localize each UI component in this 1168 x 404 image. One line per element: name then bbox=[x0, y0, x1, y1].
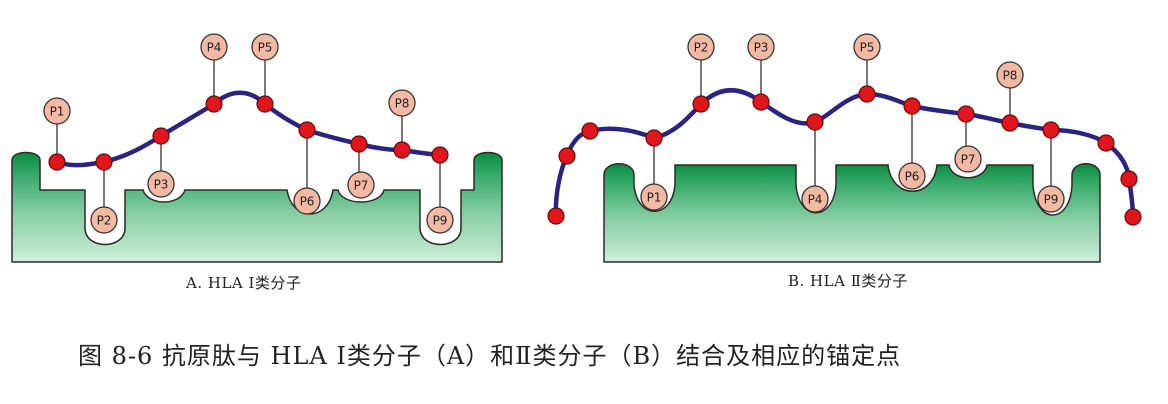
svg-text:P2: P2 bbox=[694, 41, 709, 55]
panel-b-residue bbox=[558, 147, 576, 165]
panel-a-residue bbox=[350, 135, 368, 153]
panel-b-residue bbox=[806, 113, 824, 131]
hla-peptide-binding-diagram: P1 P2 P3 P4 P5 P6 bbox=[11, 33, 1142, 263]
panel-b-residue bbox=[1042, 121, 1060, 139]
svg-text:P1: P1 bbox=[50, 105, 65, 119]
panel-b-pocket-labels: P1 P2 P3 P4 P5 P6 bbox=[640, 33, 1065, 213]
panel-b-residue bbox=[1097, 134, 1115, 152]
panel-b-residue bbox=[1124, 208, 1142, 226]
panel-a-residue bbox=[393, 141, 411, 159]
panel-b-label-p9: P9 bbox=[1037, 185, 1065, 213]
svg-text:P5: P5 bbox=[860, 41, 875, 55]
panel-a-label-p3: P3 bbox=[147, 170, 175, 198]
panel-a-label-p7: P7 bbox=[347, 171, 375, 199]
panel-a-groove bbox=[11, 151, 503, 263]
svg-text:P9: P9 bbox=[1044, 193, 1059, 207]
panel-a-label-p8: P8 bbox=[388, 89, 416, 117]
panel-b-residue bbox=[858, 85, 876, 103]
panel-a-label: A. HLA Ⅰ类分子 bbox=[186, 274, 302, 292]
panel-b-residue bbox=[903, 97, 921, 115]
panel-b-residue bbox=[692, 95, 710, 113]
svg-text:P4: P4 bbox=[808, 193, 823, 207]
panel-a-label-p2: P2 bbox=[90, 206, 118, 234]
svg-text:P7: P7 bbox=[961, 153, 976, 167]
svg-text:P7: P7 bbox=[354, 179, 369, 193]
panel-b-residue bbox=[1001, 114, 1019, 132]
panel-b-label-p3: P3 bbox=[747, 33, 775, 61]
svg-text:P9: P9 bbox=[433, 214, 448, 228]
panel-a-label-p6: P6 bbox=[293, 187, 321, 215]
panel-b-label-p6: P6 bbox=[898, 162, 926, 190]
panel-b-residue bbox=[752, 93, 770, 111]
svg-text:P3: P3 bbox=[154, 178, 169, 192]
panel-a-residue bbox=[152, 127, 170, 145]
panel-b-label-p2: P2 bbox=[687, 33, 715, 61]
svg-text:P2: P2 bbox=[97, 214, 112, 228]
panel-b-groove bbox=[603, 163, 1101, 263]
panel-b-label-p8: P8 bbox=[996, 61, 1024, 89]
panel-b-label-p7: P7 bbox=[954, 145, 982, 173]
panel-b-residue bbox=[645, 129, 663, 147]
panel-a-peptide-chain bbox=[54, 90, 443, 168]
svg-text:P3: P3 bbox=[754, 41, 769, 55]
panel-b-residue bbox=[581, 122, 599, 140]
svg-text:P6: P6 bbox=[300, 195, 315, 209]
panel-a-residue bbox=[95, 153, 113, 171]
panel-b-residue bbox=[547, 207, 565, 225]
svg-text:P6: P6 bbox=[905, 170, 920, 184]
panel-a-residues bbox=[48, 95, 449, 171]
svg-text:P8: P8 bbox=[395, 97, 410, 111]
panel-a-residue bbox=[205, 95, 223, 113]
panel-b-residue bbox=[957, 105, 975, 123]
panel-a-residue bbox=[298, 121, 316, 139]
panel-b-residues bbox=[547, 85, 1142, 226]
svg-text:P8: P8 bbox=[1003, 69, 1018, 83]
panel-b-residue bbox=[1120, 170, 1138, 188]
panel-a-residue bbox=[431, 146, 449, 164]
svg-text:P5: P5 bbox=[258, 41, 273, 55]
panel-b-hla-class-ii: P1 P2 P3 P4 P5 P6 bbox=[547, 33, 1142, 263]
panel-a-label-p1: P1 bbox=[43, 97, 71, 125]
panel-b-label: B. HLA Ⅱ类分子 bbox=[788, 272, 908, 290]
panel-b-label-p4: P4 bbox=[801, 185, 829, 213]
panel-a-hla-class-i: P1 P2 P3 P4 P5 P6 bbox=[11, 33, 503, 263]
panel-b-label-p1: P1 bbox=[640, 183, 668, 211]
figure-caption: 图 8-6 抗原肽与 HLA Ⅰ类分子（A）和Ⅱ类分子（B）结合及相应的锚定点 bbox=[78, 342, 902, 370]
panel-a-label-p4: P4 bbox=[200, 33, 228, 61]
panel-a-label-p5: P5 bbox=[251, 33, 279, 61]
panel-a-pocket-labels: P1 P2 P3 P4 P5 P6 bbox=[43, 33, 454, 234]
svg-text:P1: P1 bbox=[647, 191, 662, 205]
svg-text:P4: P4 bbox=[207, 41, 222, 55]
panel-a-residue bbox=[256, 95, 274, 113]
panel-a-residue bbox=[48, 153, 66, 171]
panel-a-label-p9: P9 bbox=[426, 206, 454, 234]
panel-b-label-p5: P5 bbox=[853, 33, 881, 61]
